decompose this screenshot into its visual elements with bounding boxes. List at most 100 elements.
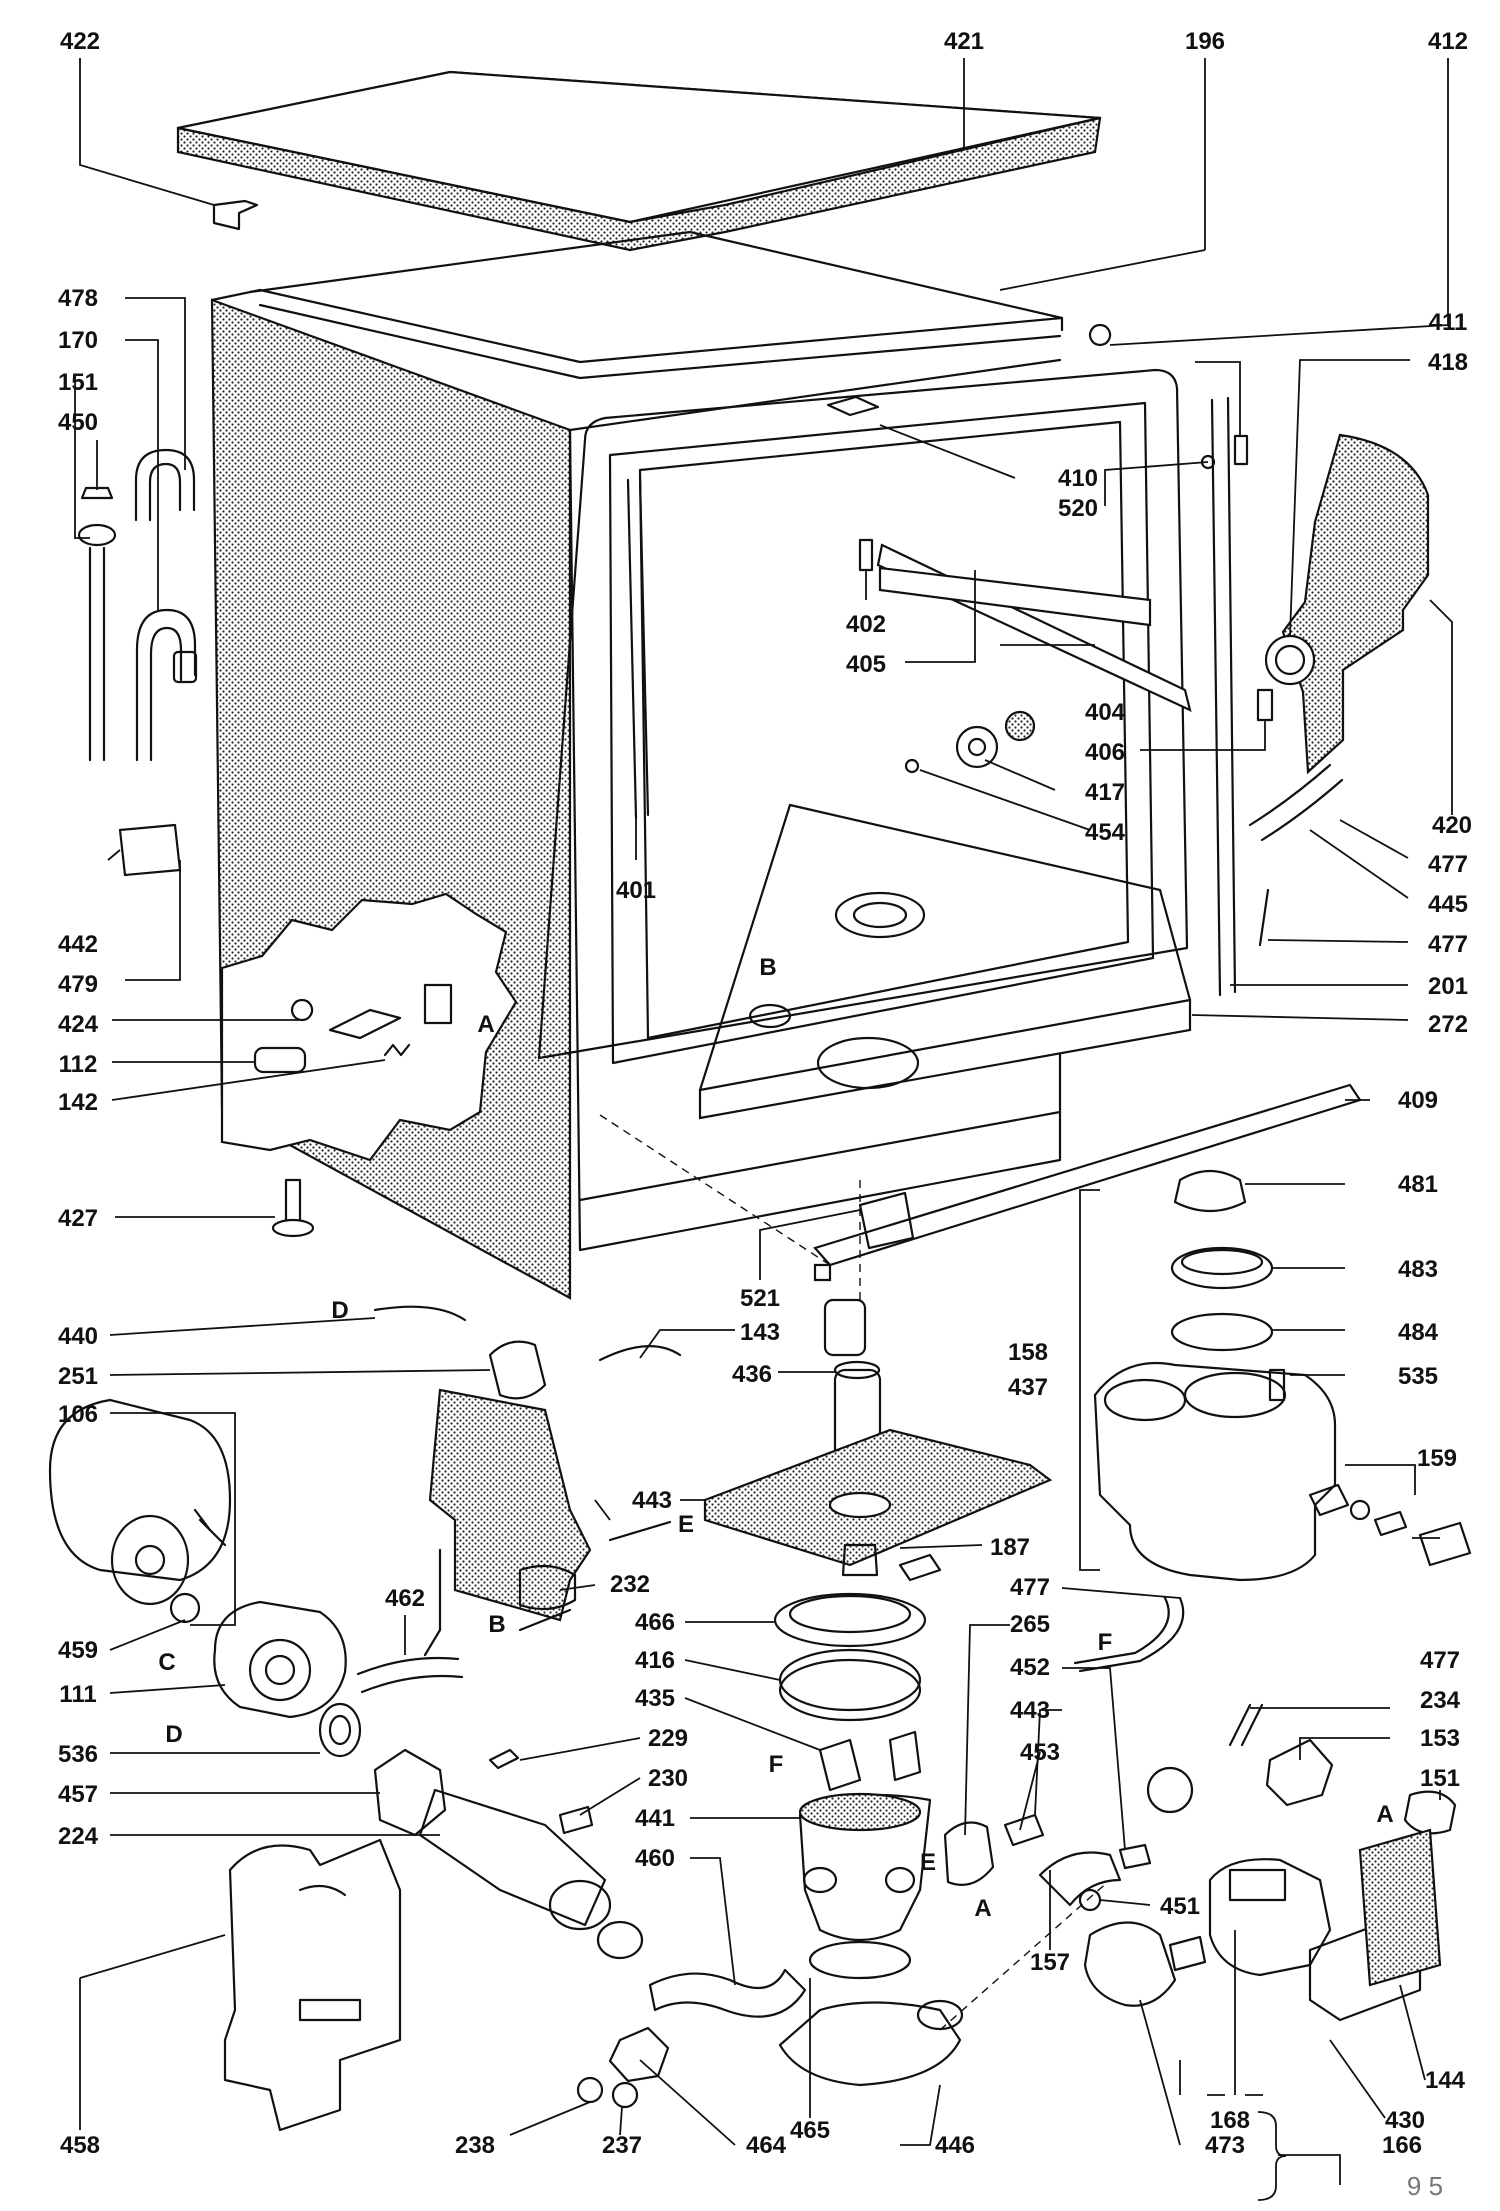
- part-label: 416: [635, 1647, 675, 1674]
- bracket-442: [118, 823, 182, 877]
- worktop-clip: [212, 199, 259, 231]
- part-label: 481: [1398, 1171, 1438, 1198]
- filter-tube: [823, 1298, 867, 1357]
- spray-arm-hub: [955, 725, 999, 769]
- part-label: 427: [58, 1205, 98, 1232]
- part-label: 535: [1398, 1363, 1438, 1390]
- part-label: 404: [1085, 699, 1126, 726]
- part-label: 451: [1160, 1893, 1200, 1920]
- seal-ring-466: [773, 1592, 927, 1648]
- part-label: 478: [58, 285, 98, 312]
- part-label: 520: [1058, 495, 1098, 522]
- part-label: 144: [1425, 2067, 1466, 2094]
- part-label: 420: [1432, 812, 1472, 839]
- reference-letter: A: [477, 1011, 494, 1038]
- reference-letters: A B D E B F C D F E A A: [158, 954, 1393, 1922]
- part-label: 151: [58, 369, 98, 396]
- part-label: 421: [944, 28, 984, 55]
- part-label: 159: [1417, 1445, 1457, 1472]
- heat-shield: [428, 1388, 592, 1622]
- part-label: 187: [990, 1534, 1030, 1561]
- motor-frame: [223, 1838, 402, 2132]
- part-label: 473: [1205, 2132, 1245, 2159]
- tub-bottom: [698, 998, 1192, 1120]
- hose-478: [134, 448, 196, 522]
- part-label: 477: [1420, 1647, 1460, 1674]
- part-label: 435: [635, 1685, 675, 1712]
- part-label: 521: [740, 1285, 780, 1312]
- part-label: 477: [1428, 931, 1468, 958]
- drain-valve: [943, 1821, 995, 1886]
- elbow-hose: [648, 1968, 807, 2018]
- part-label: 440: [58, 1323, 98, 1350]
- page-footer: 9 5: [1407, 2171, 1443, 2201]
- part-label: 441: [635, 1805, 675, 1832]
- part-label: 151: [1420, 1765, 1460, 1792]
- part-label: 232: [610, 1571, 650, 1598]
- hose-170: [135, 608, 197, 762]
- part-label: 238: [455, 2132, 495, 2159]
- reference-letter: D: [331, 1297, 348, 1324]
- part-label: 251: [58, 1363, 98, 1390]
- part-label: 443: [632, 1487, 672, 1514]
- part-label: 453: [1020, 1739, 1060, 1766]
- part-label: 405: [846, 651, 886, 678]
- cabinet-assembly: [176, 70, 1430, 1300]
- part-label: 410: [1058, 465, 1098, 492]
- part-label: 409: [1398, 1087, 1438, 1114]
- pump-volute: [1083, 1921, 1177, 2007]
- part-label: 457: [58, 1781, 98, 1808]
- reference-letter: E: [678, 1511, 694, 1538]
- circulation-pump: [1208, 1858, 1332, 1977]
- part-label: 143: [740, 1319, 780, 1346]
- part-label: 437: [1008, 1374, 1048, 1401]
- part-label: 112: [59, 1051, 98, 1078]
- part-label: 445: [1428, 891, 1468, 918]
- part-label: 477: [1010, 1574, 1050, 1601]
- part-label: 234: [1420, 1687, 1461, 1714]
- reference-letter: C: [158, 1649, 175, 1676]
- hose-462: [356, 1656, 460, 1676]
- inlet-valve: [1265, 1738, 1334, 1807]
- part-label: 224: [58, 1823, 99, 1850]
- reference-letter: D: [165, 1721, 182, 1748]
- softener-cap: [1173, 1170, 1247, 1212]
- part-label: 465: [790, 2117, 830, 2144]
- motor-pump-assembly: [48, 1305, 807, 2132]
- basket-rail: [876, 543, 1192, 712]
- part-label: 406: [1085, 739, 1125, 766]
- level-switch: [518, 1564, 577, 1611]
- part-label: 418: [1428, 349, 1468, 376]
- tub-frame: [537, 368, 1189, 1060]
- part-label: 422: [60, 28, 100, 55]
- water-softener: [1093, 1361, 1337, 1582]
- part-label: 479: [58, 971, 98, 998]
- pump-housing: [213, 1600, 347, 1719]
- valve-cap: [77, 523, 117, 547]
- part-label: 158: [1008, 1339, 1048, 1366]
- part-label: 424: [58, 1011, 99, 1038]
- part-label: 412: [1428, 28, 1468, 55]
- side-cover-right: [1281, 433, 1430, 775]
- part-label: 166: [1382, 2132, 1422, 2159]
- ring-465: [808, 1940, 912, 1980]
- part-label: 484: [1398, 1319, 1439, 1346]
- part-label: 230: [648, 1765, 688, 1792]
- leader-lines: [74, 58, 1453, 2201]
- part-label: 237: [602, 2132, 642, 2159]
- reference-letter: B: [488, 1611, 505, 1638]
- part-label: 460: [635, 1845, 675, 1872]
- part-label: 111: [59, 1681, 96, 1708]
- part-label: 417: [1085, 779, 1125, 806]
- part-number-labels: 422 421 196 412 478 170 151 450 411 418 …: [58, 28, 1472, 2159]
- part-label: 454: [1085, 819, 1126, 846]
- reference-letter: F: [1098, 1629, 1113, 1656]
- part-label: 436: [732, 1361, 772, 1388]
- elbow-157: [1038, 1851, 1122, 1907]
- part-label: 229: [648, 1725, 688, 1752]
- part-label: 536: [58, 1741, 98, 1768]
- drain-tray: [778, 2001, 962, 2087]
- inlet-fitting-234: [1146, 1766, 1194, 1814]
- connector-251: [488, 1340, 547, 1400]
